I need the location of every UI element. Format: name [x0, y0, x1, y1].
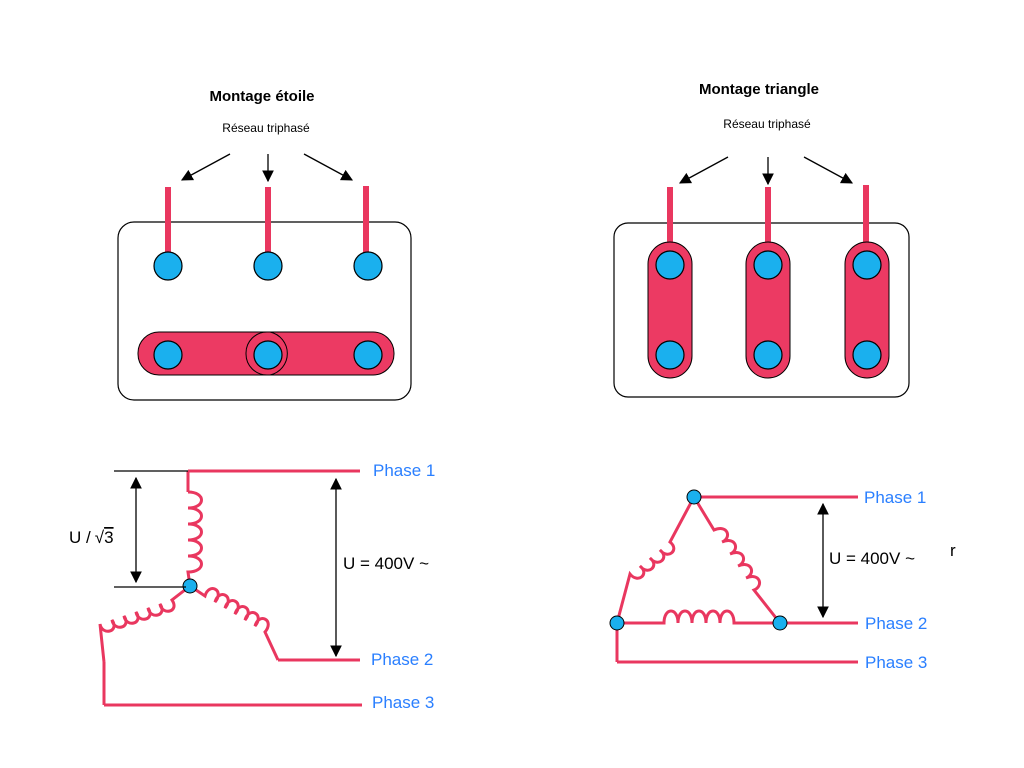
star-title: Montage étoile: [209, 88, 314, 105]
star-phase3-label: Phase 3: [372, 693, 434, 712]
delta-winding-right: [692, 496, 782, 624]
delta-bridge-3: [844, 241, 890, 379]
star-phase-voltage-label: U /√3: [69, 528, 114, 547]
delta-winding-bottom: [617, 609, 780, 625]
star-terminal-top-2: [253, 251, 283, 281]
delta-stray-mark: r: [950, 541, 956, 560]
star-arrow-left: [180, 153, 231, 181]
delta-terminal-top-1: [655, 250, 685, 280]
delta-bridge-2: [745, 241, 791, 379]
star-terminal-bottom-2: [253, 340, 283, 370]
delta-arrow-right: [803, 156, 854, 184]
star-arrow-right: [303, 153, 354, 181]
star-neutral-node: [182, 578, 198, 594]
star-terminal-bottom-3: [353, 340, 383, 370]
sqrt-sign: √: [95, 528, 105, 547]
delta-node-left: [609, 615, 625, 631]
delta-terminal-bottom-1: [655, 340, 685, 370]
star-network-label: Réseau triphasé: [222, 121, 310, 135]
star-winding-1: [186, 490, 203, 587]
delta-phase1-label: Phase 1: [864, 488, 926, 507]
delta-phase2-label: Phase 2: [865, 614, 927, 633]
delta-terminal-top-2: [753, 250, 783, 280]
star-winding-3: [98, 584, 191, 663]
delta-terminal-top-3: [852, 250, 882, 280]
delta-title: Montage triangle: [699, 81, 819, 98]
delta-terminal-bottom-2: [753, 340, 783, 370]
star-line-voltage-label: U = 400V ~: [343, 554, 429, 573]
delta-network-label: Réseau triphasé: [723, 117, 811, 131]
delta-terminal-bottom-3: [852, 340, 882, 370]
delta-terminal-diagram: Montage triangle Réseau triphasé: [613, 81, 910, 398]
delta-arrow-left: [678, 156, 729, 184]
star-terminal-top-3: [353, 251, 383, 281]
delta-node-right: [772, 615, 788, 631]
delta-winding-left: [615, 496, 696, 624]
delta-line-voltage-label: U = 400V ~: [829, 549, 915, 568]
star-phase1-label: Phase 1: [373, 461, 435, 480]
star-terminal-diagram: Montage étoile Réseau triphasé: [117, 88, 412, 401]
star-phase2-label: Phase 2: [371, 650, 433, 669]
star-winding-2: [189, 584, 280, 661]
star-terminal-top-1: [153, 251, 183, 281]
delta-schematic: U = 400V ~ r Phase 1 Phase 2 Phase 3: [609, 488, 956, 672]
star-schematic: U /√3 U = 400V ~ Phase 1 Phase 2 Phase 3: [69, 461, 435, 712]
delta-phase3-label: Phase 3: [865, 653, 927, 672]
delta-node-top: [686, 489, 702, 505]
delta-bridge-1: [647, 241, 693, 379]
star-bridge-overlap-edge: [269, 331, 288, 376]
star-terminal-bottom-1: [153, 340, 183, 370]
